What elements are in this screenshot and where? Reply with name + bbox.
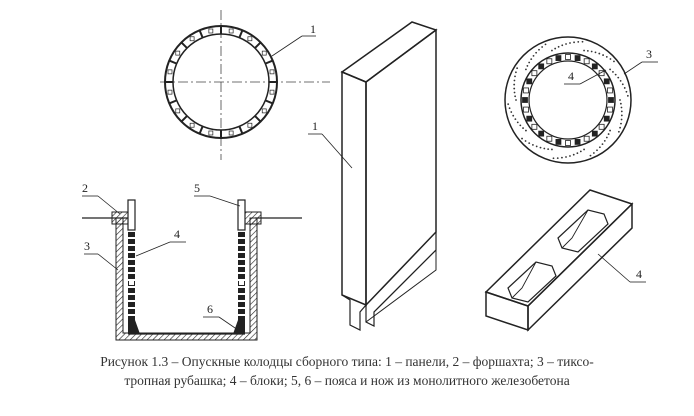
svg-text:3: 3 — [646, 47, 652, 61]
label-2: 2 — [82, 181, 121, 215]
label-5: 5 — [194, 181, 241, 207]
hollow-block — [484, 189, 634, 332]
panel-ring-plan — [160, 10, 330, 160]
svg-text:3: 3 — [84, 239, 90, 253]
svg-text:4: 4 — [568, 69, 574, 83]
caption-line-2: тропная рубашка; 4 – блоки; 5, 6 – пояса… — [124, 373, 570, 388]
svg-text:6: 6 — [207, 302, 213, 316]
label-6: 6 — [203, 302, 239, 331]
figure-drawing: 1 2 5 3 4 6 — [82, 10, 658, 341]
label-4-ring: 4 — [564, 69, 607, 85]
block-ring-plan — [504, 36, 632, 164]
svg-text:5: 5 — [194, 181, 200, 195]
wall-panel — [340, 21, 438, 331]
svg-text:4: 4 — [174, 227, 180, 241]
label-1-top-text: 1 — [310, 22, 316, 36]
caption-line-1: Рисунок 1.3 – Опускные колодцы сборного … — [100, 354, 594, 369]
label-1-panel: 1 — [308, 119, 353, 169]
svg-text:4: 4 — [636, 267, 642, 281]
svg-text:1: 1 — [312, 119, 318, 133]
figure-caption: Рисунок 1.3 – Опускные колодцы сборного … — [10, 352, 684, 390]
label-3-ring: 3 — [623, 47, 658, 75]
shaft-section — [82, 199, 302, 341]
label-1-top: 1 — [271, 22, 316, 57]
label-3-section: 3 — [84, 239, 119, 271]
label-4-section: 4 — [135, 227, 186, 257]
svg-text:2: 2 — [82, 181, 88, 195]
label-4-block: 4 — [597, 253, 646, 283]
